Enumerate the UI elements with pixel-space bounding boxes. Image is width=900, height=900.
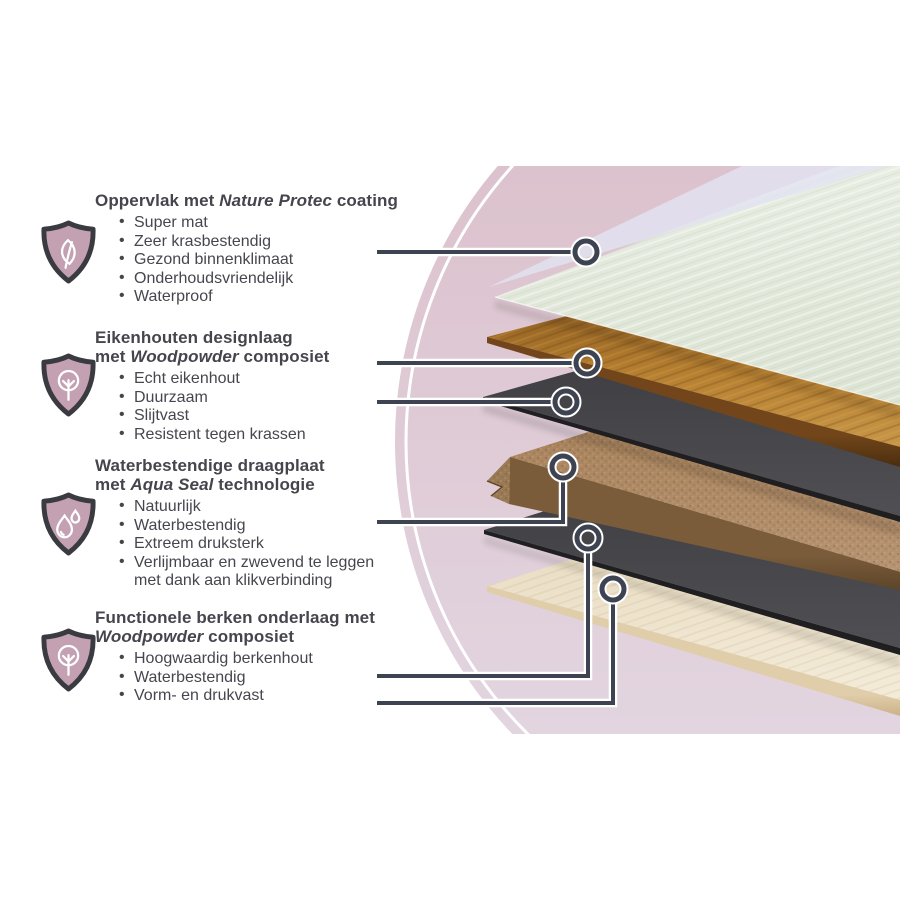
bullet-item: Resistent tegen krassen [119, 425, 392, 445]
water-drops-shield-icon [40, 491, 97, 557]
section-core-title: Waterbestendige draagplaat met Aqua Seal… [95, 456, 325, 494]
bullet-item: Waterproof [119, 287, 392, 307]
bullet-item: Duurzaam [119, 388, 392, 408]
section-birch-backing: Functionele berken onderlaag met Woodpow… [95, 608, 415, 706]
bullet-item: Natuurlijk [119, 497, 392, 517]
section-coating-bullets: Super mat Zeer krasbestendig Gezond binn… [95, 213, 415, 307]
section-oak-design: Eikenhouten designlaag met Woodpowder co… [95, 328, 415, 444]
marker-woodpowder-2 [572, 522, 604, 554]
section-birch-bullets: Hoogwaardig berkenhout Waterbestendig Vo… [95, 649, 415, 706]
section-birch-title: Functionele berken onderlaag met Woodpow… [95, 608, 375, 646]
layer-coating-film [489, 166, 888, 287]
bullet-item: Slijtvast [119, 406, 392, 426]
section-core-bullets: Natuurlijk Waterbestendig Extreem drukst… [95, 497, 415, 591]
bullet-item: Super mat [119, 213, 392, 233]
bullet-item: Onderhoudsvriendelijk [119, 269, 392, 289]
marker-oak [571, 347, 603, 379]
marker-woodpowder-1 [550, 386, 582, 418]
layer-floor-top [494, 166, 900, 406]
section-oak-title: Eikenhouten designlaag met Woodpowder co… [95, 328, 330, 366]
bullet-item: Vorm- en drukvast [119, 686, 392, 706]
section-coating: Oppervlak met Nature Protec coating Supe… [95, 191, 415, 307]
section-coating-title: Oppervlak met Nature Protec coating [95, 191, 398, 210]
bullet-item: Gezond binnenklimaat [119, 250, 392, 270]
layer-markers [547, 236, 629, 605]
bullet-item: Hoogwaardig berkenhout [119, 649, 392, 669]
bullet-item: Echt eikenhout [119, 369, 392, 389]
section-oak-bullets: Echt eikenhout Duurzaam Slijtvast Resist… [95, 369, 415, 445]
marker-core [547, 451, 579, 483]
bullet-item: Extreem druksterk [119, 534, 392, 554]
marker-coating [570, 236, 602, 268]
callout-lines [377, 247, 618, 708]
section-core-board: Waterbestendige draagplaat met Aqua Seal… [95, 456, 415, 591]
leaf-shield-icon [40, 219, 97, 285]
bullet-item: Waterbestendig [119, 668, 392, 688]
tree-shield-icon [40, 627, 97, 693]
bullet-item: Zeer krasbestendig [119, 232, 392, 252]
marker-birch [597, 573, 629, 605]
bullet-item: Verlijmbaar en zwevend te leggen met dan… [119, 553, 392, 591]
tree-shield-icon [40, 352, 97, 418]
bullet-item: Waterbestendig [119, 516, 392, 536]
